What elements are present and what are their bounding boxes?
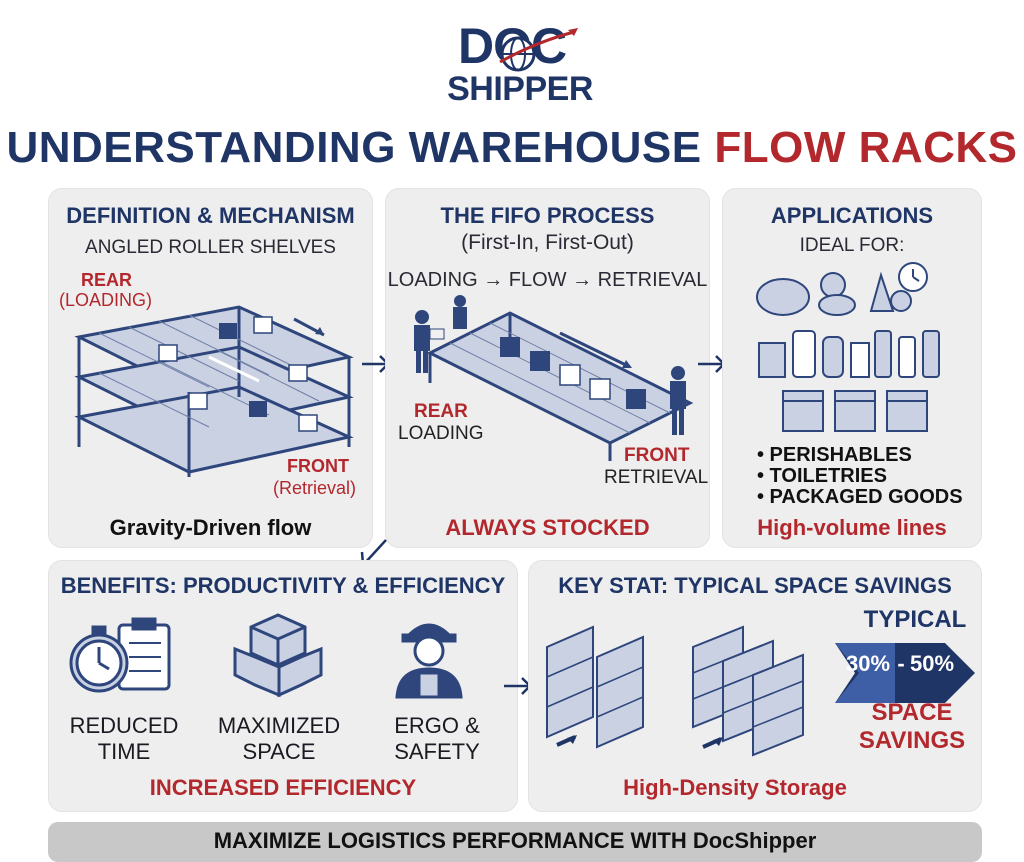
applications-title: APPLICATIONS — [770, 203, 934, 228]
benefit-line-1: ERGO & — [394, 713, 480, 738]
applications-subtitle: IDEAL FOR: — [799, 235, 905, 256]
fifo-footer: ALWAYS STOCKED — [445, 515, 650, 540]
bottom-banner: MAXIMIZE LOGISTICS PERFORMANCE WITH DocS… — [48, 822, 982, 862]
benefit-maximized-space: MAXIMIZED SPACE — [209, 713, 349, 765]
space-label: SPACE — [871, 699, 953, 726]
fifo-rear-label: REAR — [414, 401, 468, 422]
keystat-footer: High-Density Storage — [623, 775, 847, 800]
benefit-line-2: TIME — [97, 739, 151, 764]
front-sub-label: (Retrieval) — [273, 478, 357, 498]
stat-high: 50% — [909, 651, 955, 676]
benefit-line-1: REDUCED — [69, 713, 179, 738]
title-part-2: FLOW RACKS — [714, 123, 1018, 172]
fifo-subtitle: (First-In, First-Out) — [461, 231, 634, 254]
benefit-reduced-time: REDUCED TIME — [59, 713, 189, 765]
rear-label: REAR — [81, 270, 133, 290]
worker-icon — [395, 623, 463, 699]
stat-sep: - — [897, 651, 905, 676]
definition-subtitle: ANGLED ROLLER SHELVES — [85, 237, 336, 258]
benefit-line-2: SAFETY — [394, 739, 480, 764]
panel-applications: APPLICATIONS IDEAL FOR: • PERISHABLES • … — [722, 188, 982, 548]
typical-label: TYPICAL — [863, 606, 967, 633]
panel-key-stat: KEY STAT: TYPICAL SPACE SAVINGS TYPICAL … — [528, 560, 982, 812]
benefits-footer: INCREASED EFFICIENCY — [149, 775, 417, 800]
page-title: UNDERSTANDING WAREHOUSE FLOW RACKS — [0, 122, 1024, 174]
definition-footer: Gravity-Driven flow — [109, 515, 312, 540]
products-illustration — [756, 262, 940, 432]
benefit-line-2: SPACE — [242, 739, 316, 764]
savings-label: SAVINGS — [858, 727, 966, 754]
panel-fifo: THE FIFO PROCESS (First-In, First-Out) L… — [385, 188, 710, 548]
globe-plane-icon — [499, 28, 578, 72]
fifo-title: THE FIFO PROCESS — [440, 203, 655, 228]
front-label: FRONT — [287, 456, 349, 476]
stopwatch-clipboard-icon — [69, 617, 171, 693]
space-savings-label: SPACE SAVINGS — [847, 699, 977, 755]
storage-racks-illustration — [546, 625, 804, 757]
stat-arrow-badge — [835, 643, 975, 703]
benefit-ergo-safety: ERGO & SAFETY — [367, 713, 507, 765]
roller-rack-illustration — [74, 305, 354, 477]
logo-shipper-text: SHIPPER — [447, 70, 593, 108]
applications-list: • PERISHABLES • TOILETRIES • PACKAGED GO… — [757, 445, 963, 508]
list-item: • PERISHABLES — [757, 444, 912, 466]
list-item: • PACKAGED GOODS — [757, 486, 963, 508]
fifo-front-sub: RETRIEVAL — [604, 467, 709, 488]
panel-definition: DEFINITION & MECHANISM ANGLED ROLLER SHE… — [48, 188, 373, 548]
keystat-title: KEY STAT: TYPICAL SPACE SAVINGS — [558, 573, 952, 598]
list-item: • TOILETRIES — [757, 465, 887, 487]
applications-footer: High-volume lines — [757, 515, 947, 540]
fifo-rear-sub: LOADING — [398, 423, 484, 444]
title-part-1: UNDERSTANDING WAREHOUSE — [6, 123, 715, 172]
boxes-icon — [233, 613, 323, 698]
panel-benefits: BENEFITS: PRODUCTIVITY & EFFICIENCY — [48, 560, 518, 812]
fifo-rack-illustration — [414, 295, 694, 461]
fifo-front-label: FRONT — [624, 445, 690, 466]
docshipper-logo: DOC SHIPPER — [440, 16, 600, 116]
benefits-title: BENEFITS: PRODUCTIVITY & EFFICIENCY — [60, 573, 506, 598]
benefit-line-1: MAXIMIZED — [217, 713, 341, 738]
stat-low: 30% — [845, 651, 891, 676]
fifo-steps: LOADING → FLOW → RETRIEVAL — [387, 269, 708, 291]
rear-sub-label: (LOADING) — [59, 290, 153, 310]
definition-title: DEFINITION & MECHANISM — [66, 203, 355, 228]
